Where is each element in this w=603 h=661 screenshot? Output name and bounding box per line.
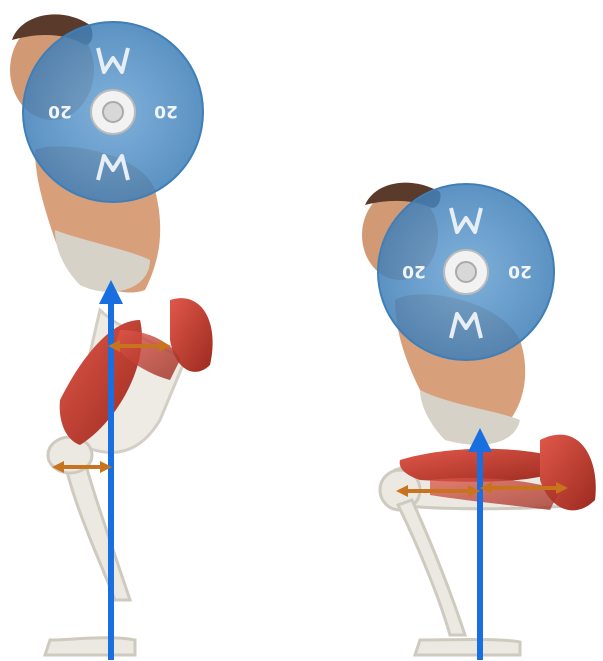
- plate-weight-label-left: 20: [402, 261, 426, 281]
- plate-weight-label-right: 20: [508, 261, 532, 281]
- figure-right: 20 20: [362, 183, 596, 660]
- plate-weight-label-left: 20: [48, 101, 72, 121]
- plate-weight-label-right: 20: [154, 101, 178, 121]
- barbell-plate-left: 20 20: [23, 22, 203, 202]
- figure-left: 20 20: [10, 14, 213, 660]
- barbell-plate-right: 20 20: [378, 184, 554, 360]
